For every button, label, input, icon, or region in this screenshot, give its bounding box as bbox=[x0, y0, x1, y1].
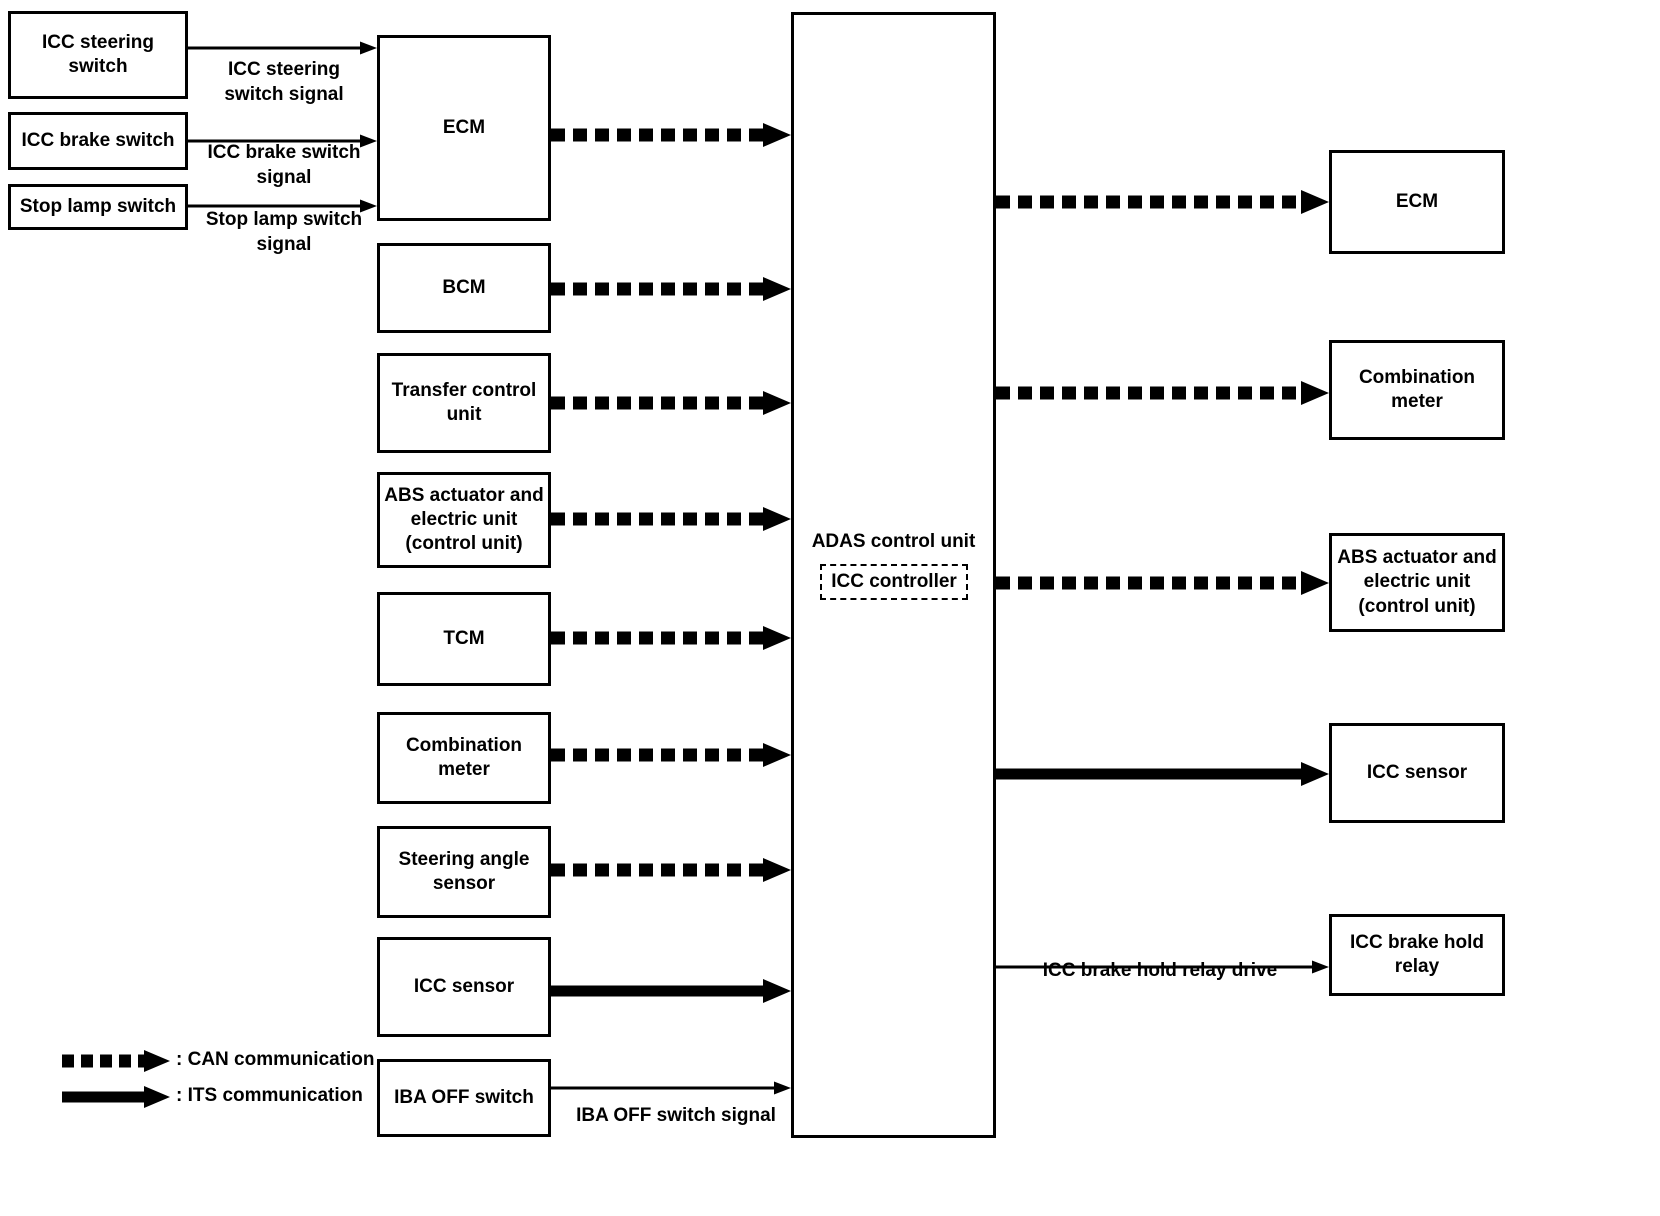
label-iba-off-switch-signal: IBA OFF switch signal bbox=[576, 1105, 776, 1126]
legend-can-arrow-icon bbox=[62, 1050, 172, 1072]
node-label: ICC brake switch bbox=[21, 129, 175, 151]
node-transfer-control-unit: Transfer control unit bbox=[377, 353, 551, 453]
node-icc-controller: ICC controller bbox=[820, 564, 968, 600]
arrow-stop-lamp-switch-signal bbox=[188, 198, 380, 214]
icc-controller-label: ICC controller bbox=[831, 571, 957, 592]
node-label: ECM bbox=[1395, 190, 1439, 212]
node-label: IBA OFF switch bbox=[394, 1086, 534, 1108]
label-icc-steering-switch-signal: ICC steering switch signal bbox=[224, 59, 344, 105]
legend-its-arrow-icon bbox=[62, 1086, 172, 1108]
arrow-can-abs-actuator-to-adas bbox=[551, 507, 794, 531]
node-icc-sensor-right: ICC sensor bbox=[1329, 723, 1505, 823]
node-label: TCM bbox=[443, 627, 485, 649]
node-label: Steering angle sensor bbox=[398, 848, 530, 894]
node-combination-meter-left: Combination meter bbox=[377, 712, 551, 804]
legend-its-label: : ITS communication bbox=[176, 1085, 363, 1106]
node-abs-actuator-right: ABS actuator and electric unit (control … bbox=[1329, 533, 1505, 632]
arrow-icc-brake-switch-signal bbox=[188, 133, 380, 149]
node-label: ICC brake hold relay bbox=[1349, 931, 1485, 977]
adas-control-unit-label: ADAS control unit bbox=[811, 531, 976, 552]
arrow-can-combination-meter-to-adas bbox=[551, 743, 794, 767]
node-tcm: TCM bbox=[377, 592, 551, 686]
node-steering-angle-sensor: Steering angle sensor bbox=[377, 826, 551, 918]
arrow-its-icc-sensor-to-adas bbox=[551, 979, 794, 1003]
node-abs-actuator-left: ABS actuator and electric unit (control … bbox=[377, 472, 551, 568]
arrow-its-adas-to-icc-sensor bbox=[996, 762, 1332, 786]
node-label: BCM bbox=[442, 276, 486, 298]
node-label: ECM bbox=[442, 116, 486, 138]
arrow-adas-to-icc-brake-hold-relay bbox=[996, 959, 1332, 975]
node-label: Combination meter bbox=[405, 734, 523, 780]
node-ecm-left: ECM bbox=[377, 35, 551, 221]
node-iba-off-switch: IBA OFF switch bbox=[377, 1059, 551, 1137]
node-combination-meter-right: Combination meter bbox=[1329, 340, 1505, 440]
arrow-can-adas-to-combination-meter bbox=[996, 381, 1332, 405]
arrow-can-adas-to-abs-actuator bbox=[996, 571, 1332, 595]
node-label: ICC sensor bbox=[413, 975, 515, 997]
node-icc-brake-hold-relay: ICC brake hold relay bbox=[1329, 914, 1505, 996]
arrow-can-adas-to-ecm bbox=[996, 190, 1332, 214]
arrow-can-bcm-to-adas bbox=[551, 277, 794, 301]
node-icc-brake-switch: ICC brake switch bbox=[8, 112, 188, 170]
arrow-can-tcm-to-adas bbox=[551, 626, 794, 650]
arrow-can-steering-angle-sensor-to-adas bbox=[551, 858, 794, 882]
label-icc-brake-switch-signal: ICC brake switch signal bbox=[207, 142, 361, 188]
node-label: ICC steering switch bbox=[42, 31, 154, 77]
arrow-icc-steering-switch-signal bbox=[188, 40, 380, 56]
node-ecm-right: ECM bbox=[1329, 150, 1505, 254]
node-label: Combination meter bbox=[1358, 366, 1476, 412]
label-stop-lamp-switch-signal: Stop lamp switch signal bbox=[205, 209, 363, 255]
node-label: ICC sensor bbox=[1366, 761, 1468, 783]
label-icc-brake-hold-relay-drive: ICC brake hold relay drive bbox=[1042, 960, 1278, 981]
arrow-iba-off-switch-to-adas bbox=[551, 1080, 794, 1096]
node-bcm: BCM bbox=[377, 243, 551, 333]
node-label: ABS actuator and electric unit (control … bbox=[384, 484, 544, 555]
node-label: Transfer control unit bbox=[391, 379, 537, 425]
node-icc-steering-switch: ICC steering switch bbox=[8, 11, 188, 99]
arrow-can-transfer-control-unit-to-adas bbox=[551, 391, 794, 415]
node-icc-sensor-left: ICC sensor bbox=[377, 937, 551, 1037]
arrow-can-ecm-to-adas bbox=[551, 123, 794, 147]
node-stop-lamp-switch: Stop lamp switch bbox=[8, 184, 188, 230]
node-label: ABS actuator and electric unit (control … bbox=[1337, 547, 1497, 617]
node-label: Stop lamp switch bbox=[19, 195, 177, 217]
legend-can-label: : CAN communication bbox=[176, 1049, 375, 1070]
